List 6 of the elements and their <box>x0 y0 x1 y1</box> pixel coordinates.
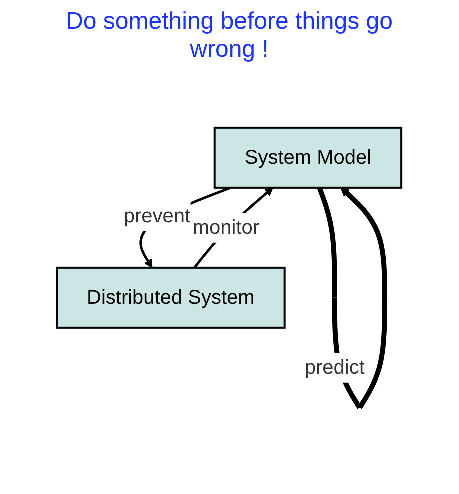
node-box: System Model <box>214 126 403 189</box>
edge-label: monitor <box>193 216 260 239</box>
title: Do something before things go wrong ! <box>65 8 394 64</box>
edge-label: prevent <box>124 205 191 228</box>
edge-label: predict <box>305 356 366 379</box>
node-box: Distributed System <box>56 266 286 329</box>
